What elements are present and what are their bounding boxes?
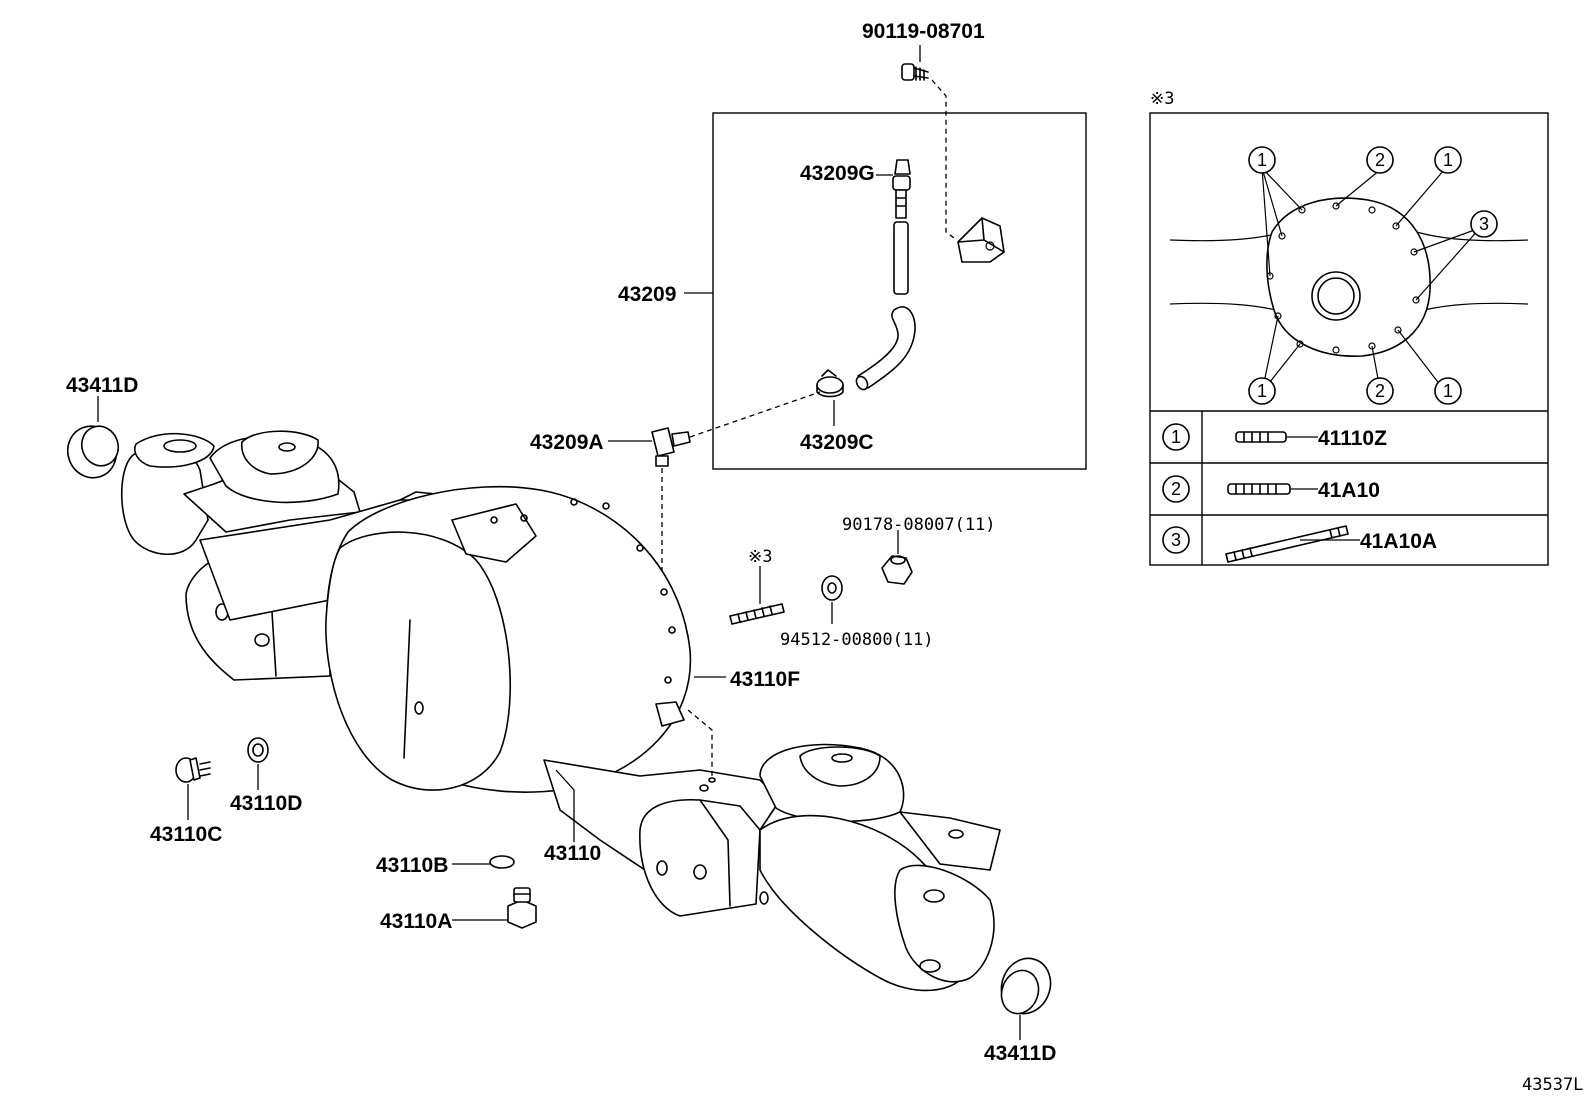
callout-1b: 1: [1434, 146, 1462, 174]
svg-text:2: 2: [1375, 381, 1385, 401]
svg-text:1: 1: [1171, 427, 1181, 447]
label-note-stud: ※3: [748, 547, 772, 567]
callout-2a: 2: [1366, 146, 1394, 174]
callout-1d: 1: [1434, 377, 1462, 405]
label-43110: 43110: [544, 842, 601, 865]
axle-housing-icon: [120, 430, 1001, 992]
label-43110B: 43110B: [376, 854, 448, 877]
inset-note-mark: ※3: [1150, 89, 1174, 109]
gasket-43110d-icon[interactable]: [247, 737, 269, 763]
breather-union-icon[interactable]: [651, 427, 691, 467]
label-43209C: 43209C: [800, 431, 874, 454]
bolt-90119-icon[interactable]: [901, 63, 929, 81]
callout-2b: 2: [1366, 377, 1394, 405]
carrier-flange-icon: [1169, 197, 1529, 357]
legend-row-3[interactable]: 3 41A10A: [1162, 525, 1437, 563]
label-43411D-left: 43411D: [66, 374, 138, 397]
svg-text:3: 3: [1171, 530, 1181, 550]
breather-hose-box: [712, 112, 1087, 470]
svg-text:1: 1: [1257, 381, 1267, 401]
label-43110F: 43110F: [730, 668, 800, 691]
diagram-id: 43537L: [1522, 1075, 1583, 1095]
legend-part-41a10: 41A10: [1318, 479, 1380, 502]
callout-1a: 1: [1248, 146, 1276, 174]
label-94512-00800: 94512-00800(11): [780, 630, 934, 650]
gasket-43110b-icon[interactable]: [489, 855, 515, 869]
label-43110A: 43110A: [380, 910, 452, 933]
label-43110C: 43110C: [150, 823, 222, 846]
label-43209G: 43209G: [800, 162, 875, 185]
legend-row-2[interactable]: 2 41A10: [1162, 475, 1380, 503]
oil-seal-right-icon[interactable]: [994, 951, 1058, 1020]
svg-text:3: 3: [1479, 214, 1489, 234]
legend-part-41110z: 41110Z: [1318, 427, 1387, 450]
oil-seal-left-icon[interactable]: [61, 419, 124, 484]
label-90119-08701: 90119-08701: [862, 20, 985, 43]
svg-text:1: 1: [1443, 381, 1453, 401]
label-43209A: 43209A: [530, 431, 604, 454]
stud-41a10-icon: [1227, 483, 1291, 495]
breather-hose-icon: [855, 159, 916, 391]
washer-94512-icon[interactable]: [821, 575, 843, 601]
svg-text:2: 2: [1375, 150, 1385, 170]
stud-bolt-icon[interactable]: [729, 603, 785, 625]
filler-plug-43110a-icon[interactable]: [507, 887, 537, 929]
label-43110D: 43110D: [230, 792, 302, 815]
label-90178-08007: 90178-08007(11): [842, 515, 996, 535]
hose-bracket-icon: [957, 217, 1005, 263]
svg-text:1: 1: [1443, 150, 1453, 170]
callout-1c: 1: [1248, 377, 1276, 405]
legend-part-41a10a: 41A10A: [1360, 530, 1437, 553]
svg-text:1: 1: [1257, 150, 1267, 170]
label-43411D-right: 43411D: [984, 1042, 1056, 1065]
legend-row-1[interactable]: 1 41110Z: [1162, 423, 1387, 451]
drain-plug-43110c-icon[interactable]: [175, 757, 211, 783]
nut-90178-icon[interactable]: [881, 555, 913, 585]
svg-text:2: 2: [1171, 479, 1181, 499]
callout-3: 3: [1470, 210, 1498, 238]
stud-layout-inset: [1149, 112, 1549, 566]
hose-clamp-icon: [816, 369, 844, 398]
stud-41a10a-icon: [1225, 525, 1349, 563]
label-43209: 43209: [618, 283, 676, 306]
